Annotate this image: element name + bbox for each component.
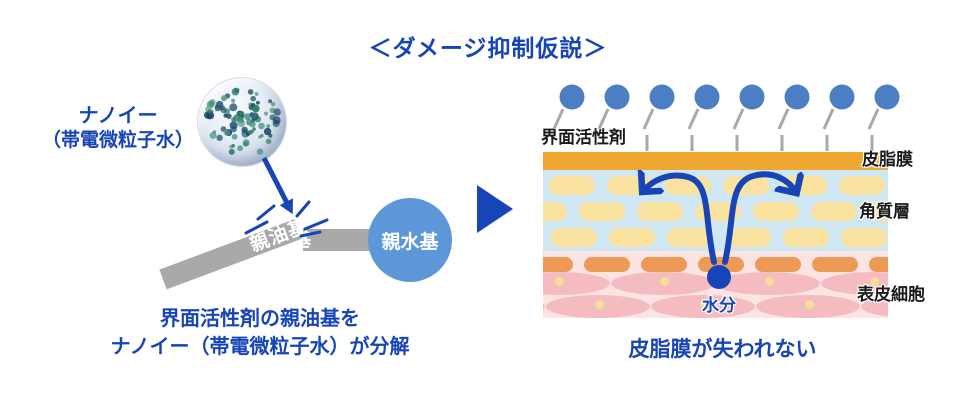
granular-dash [698,257,744,272]
corneum-label: 角質層 [859,202,910,222]
nanoe-label-line2: （帯電微粒子水） [41,129,194,151]
corneocyte [753,202,799,221]
cell-nucleus [765,277,774,286]
transition-arrow-icon [477,185,513,233]
corneocyte [609,228,655,247]
corneocyte [869,202,888,221]
cell-nucleus [870,277,879,286]
hydrophilic-label: 親水基 [381,230,439,253]
corneocyte [543,202,567,221]
sebum-label: 皮脂膜 [862,150,913,170]
granular-dash [812,257,858,272]
granular-dash [755,257,801,272]
left-caption-line2: ナノイー（帯電微粒子水）が分解 [110,334,410,358]
page-title: ＜ダメージ抑制仮説＞ [368,36,608,62]
corneocyte [607,176,653,195]
right-caption: 皮脂膜が失われない [628,337,817,361]
surfactant-label: 界面活性剤 [541,128,626,148]
corneocyte [781,176,827,195]
cell-nucleus [805,300,814,309]
nanoe-particle-sphere [198,78,286,166]
corneocyte [637,202,683,221]
corneocyte [551,228,597,247]
corneocyte [695,202,741,221]
moisture-label: 水分 [702,296,736,316]
nanoe-label-line1: ナノイー [78,103,158,127]
corneocyte [665,176,711,195]
cell-nucleus [555,277,564,286]
lipophilic-fragment: 基 [303,229,311,251]
lipophilic-label: 親油基 [247,219,302,257]
granular-dash [869,257,888,272]
corneocyte [723,176,769,195]
corneocyte [839,176,885,195]
corneocyte [811,202,857,221]
corneocyte [725,228,771,247]
granular-dash [641,257,687,272]
sebum-layer [543,152,888,170]
epidermal-cell [543,294,545,318]
hydrophilic-circle: 親水基 [368,198,452,282]
epidermal-cell [861,294,888,318]
corneocyte [783,228,829,247]
cell-nucleus [700,300,709,309]
left-caption: 界面活性剤の親油基を ナノイー（帯電微粒子水）が分解 [65,304,455,360]
epidermal-cell [543,271,610,295]
left-caption-line1: 界面活性剤の親油基を [160,306,360,330]
corneocyte [579,202,625,221]
corneum-layer [543,170,888,251]
corneocyte [667,228,713,247]
cell-nucleus [595,300,604,309]
nanoe-label: ナノイー （帯電微粒子水） [18,103,218,153]
granular-dash [584,257,630,272]
cell-nucleus [660,277,669,286]
nanoe-particles-image [203,87,281,155]
lipophilic-bar-broken: 親油基 [159,219,302,290]
epidermis-label: 表皮細胞 [857,285,925,305]
corneocyte [841,228,887,247]
corneocyte [549,176,595,195]
granular-dash [543,257,573,272]
